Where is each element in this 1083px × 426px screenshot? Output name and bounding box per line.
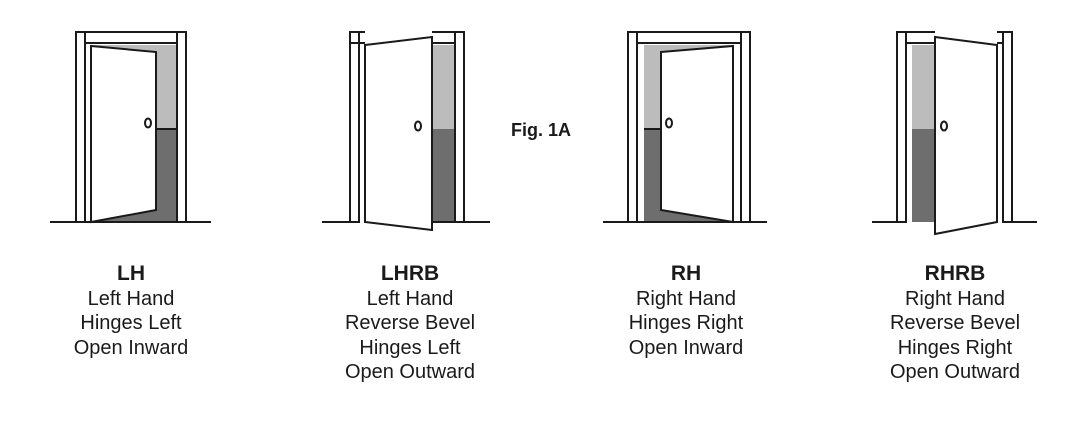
caption-line: Open Outward: [344, 361, 476, 383]
frame-header-outer: [627, 31, 742, 44]
door-lh-illustration: [50, 31, 211, 224]
frame-right-jamb-outer: [454, 31, 465, 223]
caption-line: Reverse Bevel: [889, 312, 1021, 334]
door-code: RH: [670, 262, 702, 285]
caption-line: Hinges Left: [80, 312, 182, 334]
frame-left-jamb-outer: [349, 31, 360, 223]
caption-line: Open Inward: [628, 336, 744, 359]
caption-line: Left Hand: [366, 287, 454, 310]
caption-line: Hinges Right: [628, 312, 744, 334]
caption-rhrb: RHRB Right Hand Reverse Bevel Hinges Rig…: [855, 262, 1055, 385]
caption-line: Open Inward: [73, 336, 189, 359]
door-knob: [665, 117, 673, 129]
door-code: RHRB: [924, 262, 986, 285]
door-leaf: [660, 44, 734, 224]
caption-rh: RH Right Hand Hinges Right Open Inward: [586, 262, 786, 360]
caption-lhrb: LHRB Left Hand Reverse Bevel Hinges Left…: [310, 262, 510, 385]
door-leaf: [364, 35, 433, 232]
frame-left-jamb-outer: [75, 31, 86, 223]
caption-lh: LH Left Hand Hinges Left Open Inward: [31, 262, 231, 360]
caption-line: Open Outward: [889, 361, 1021, 383]
caption-line: Hinges Left: [359, 336, 461, 359]
frame-left-jamb-outer: [627, 31, 638, 223]
frame-left-jamb-outer: [896, 31, 907, 223]
caption-line: Hinges Right: [897, 336, 1013, 359]
frame-right-jamb-outer: [1002, 31, 1013, 223]
door-leaf: [90, 44, 157, 224]
door-knob: [940, 120, 948, 132]
door-code: LH: [117, 262, 145, 285]
door-knob: [144, 117, 152, 129]
door-lhrb-illustration: [322, 31, 490, 232]
door-rh-illustration: [603, 31, 767, 224]
caption-line: Right Hand: [904, 287, 1006, 310]
caption-line: Right Hand: [635, 287, 737, 310]
caption-line: Left Hand: [87, 287, 175, 310]
frame-right-jamb-outer: [176, 31, 187, 223]
door-rhrb-illustration: [872, 31, 1037, 236]
frame-header-outer: [75, 31, 187, 44]
door-knob: [414, 120, 422, 132]
frame-right-jamb-outer: [740, 31, 751, 223]
figure-label: Fig. 1A: [511, 120, 572, 140]
door-code: LHRB: [380, 262, 440, 285]
caption-line: Reverse Bevel: [344, 312, 476, 334]
door-leaf: [934, 35, 998, 236]
